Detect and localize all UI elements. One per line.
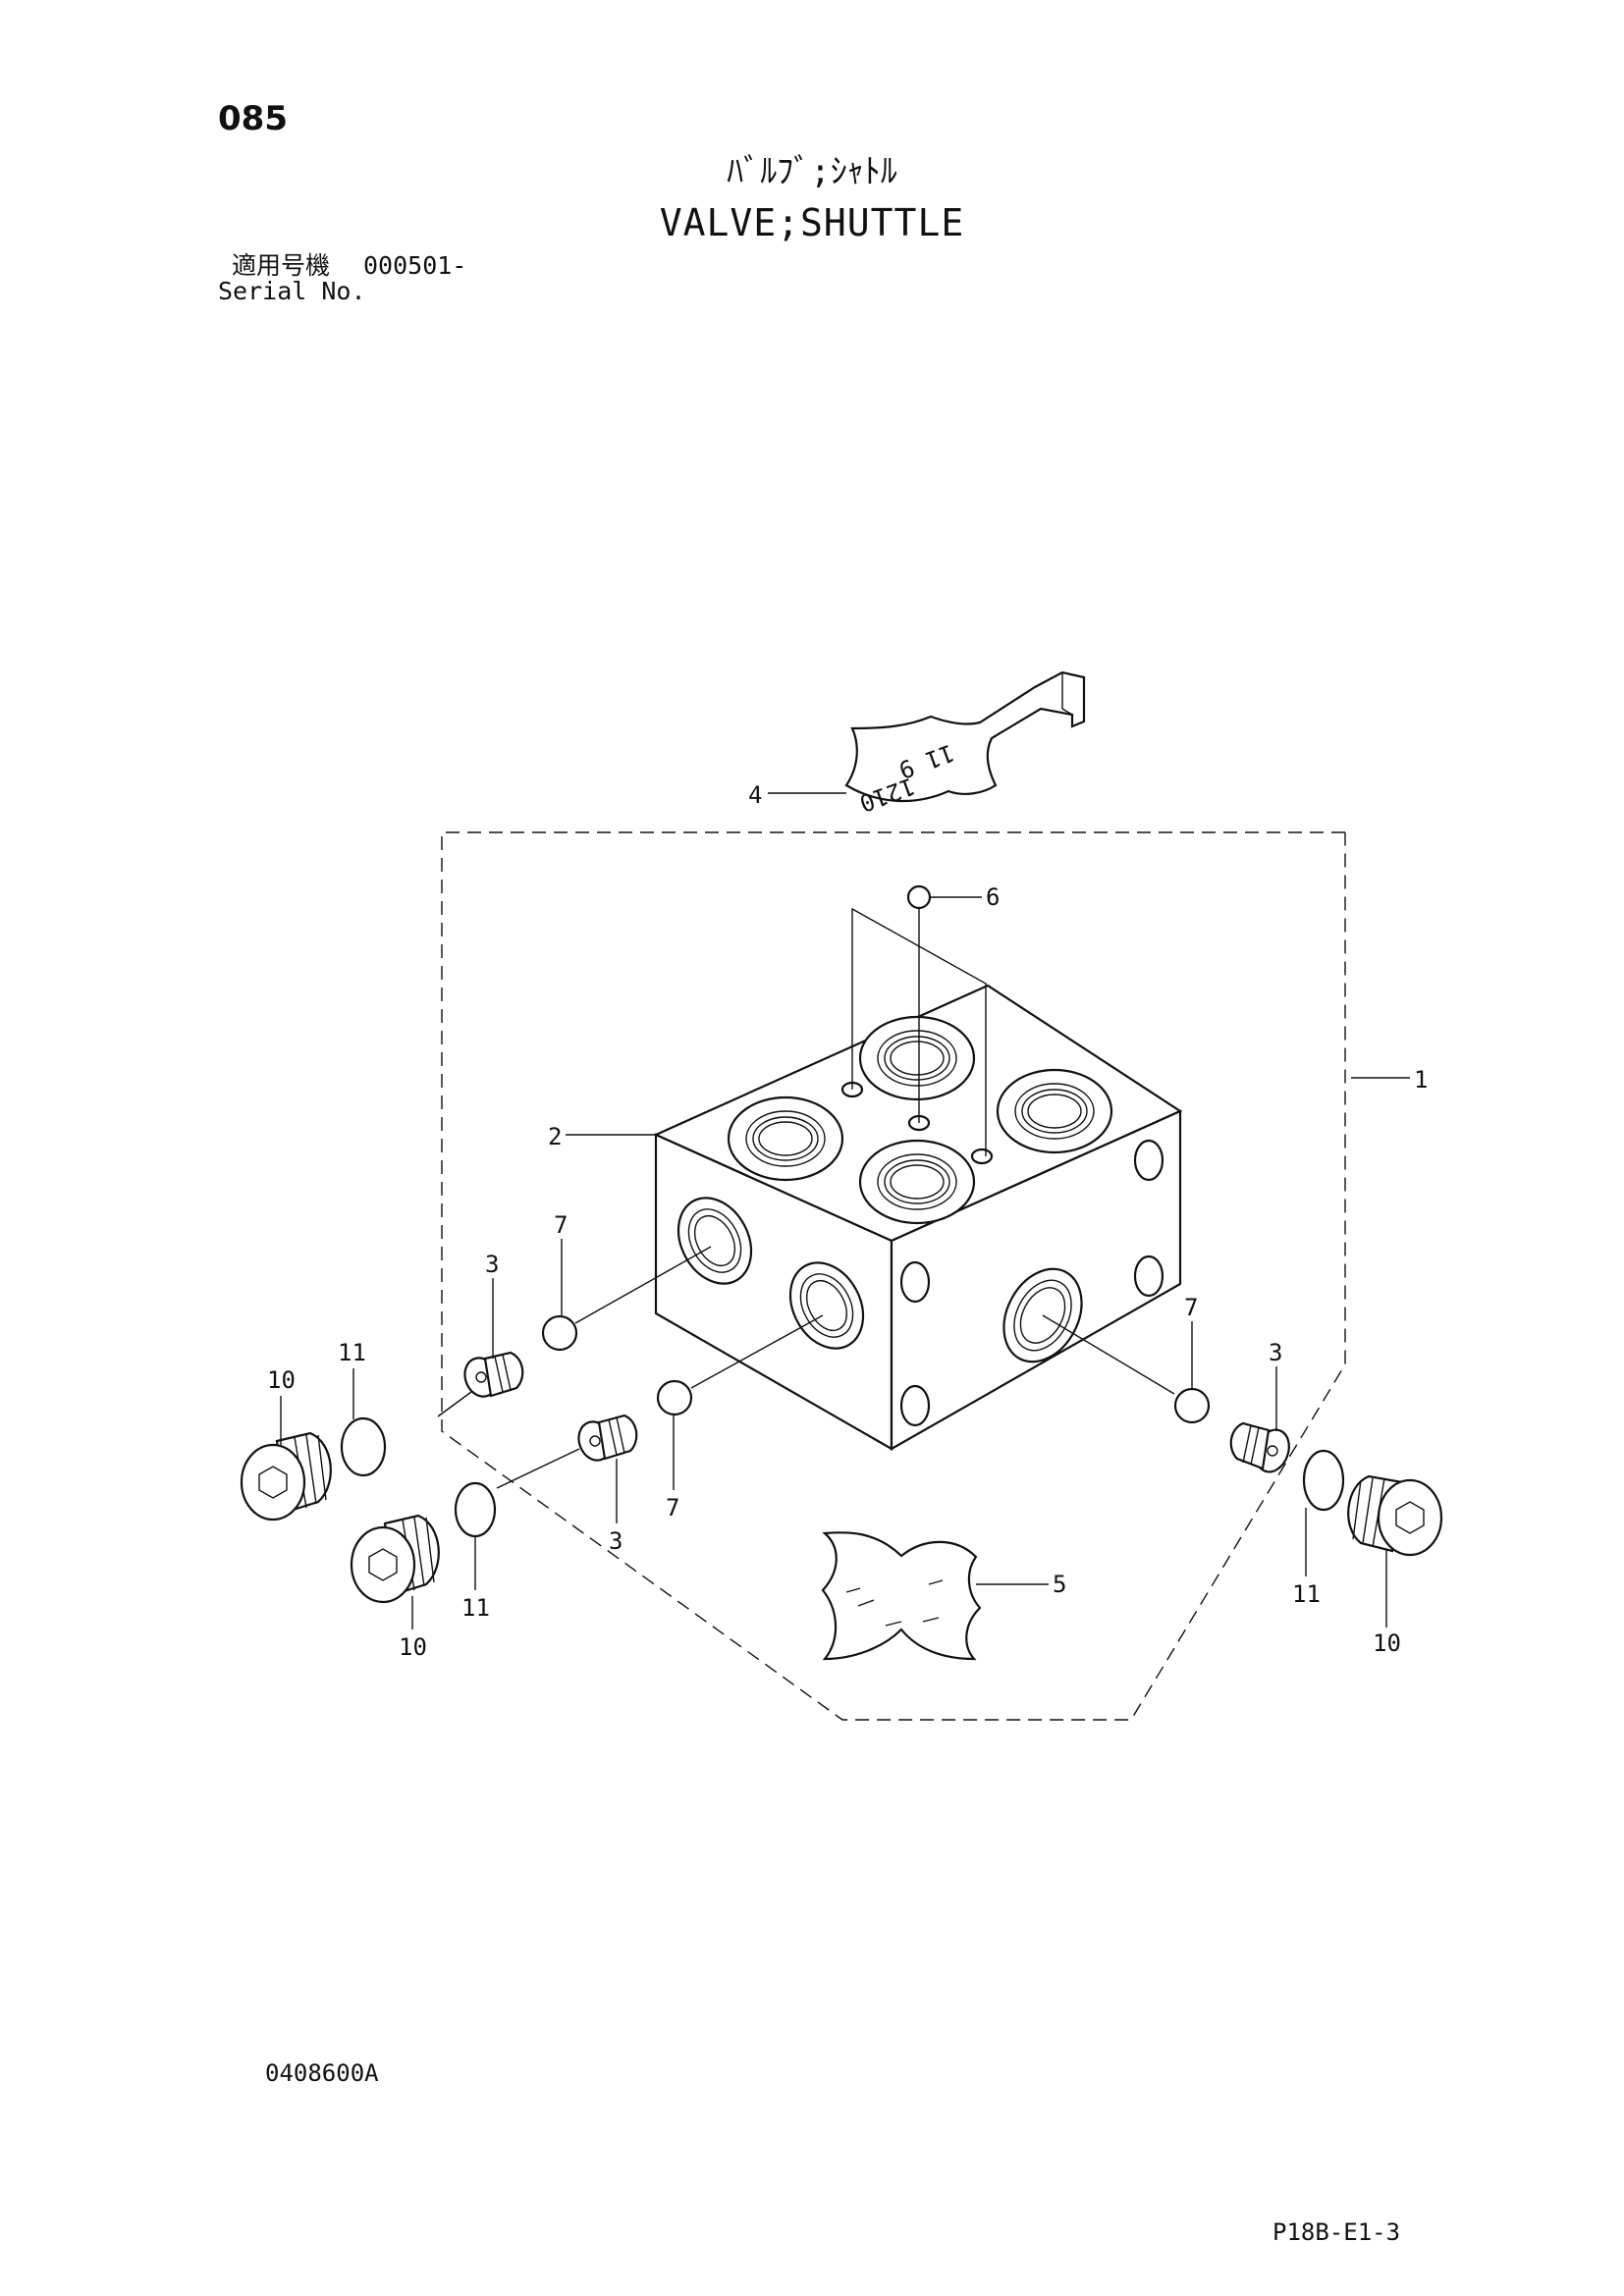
page-number: 085 (218, 99, 288, 138)
o-ring-11-right (1302, 1449, 1345, 1512)
callout-5: 5 (1053, 1571, 1066, 1598)
assembly-boundary-dashed (441, 831, 1346, 1721)
serial-label-japanese: 適用号機 (232, 251, 331, 280)
callout-3-right: 3 (1269, 1339, 1282, 1366)
plug-10-upper-left (240, 1431, 332, 1522)
callout-6: 6 (986, 883, 1000, 911)
callout-7-left: 7 (554, 1211, 568, 1239)
callout-10-lower: 10 (399, 1633, 427, 1661)
name-plate-bottom (821, 1531, 982, 1661)
plug-3-lower (577, 1414, 638, 1462)
plug-10-lower (350, 1514, 440, 1604)
name-plate-top: 1210 11 9 (844, 670, 1086, 817)
drawing-number: 0408600A (265, 2059, 379, 2087)
callout-3-upper-left: 3 (485, 1251, 499, 1278)
leader-lines (280, 792, 1410, 1629)
callout-2: 2 (548, 1123, 562, 1150)
title-english: VALVE;SHUTTLE (659, 201, 965, 244)
callout-4: 4 (748, 781, 762, 809)
ball-7-right (1173, 1387, 1211, 1424)
plug-10-right (1347, 1474, 1443, 1557)
serial-number-value: 000501- (363, 251, 467, 280)
sheet-reference: P18B-E1-3 (1272, 2218, 1401, 2246)
assembly-axis-lines (437, 1246, 1175, 1489)
o-ring-11-lower (454, 1481, 497, 1538)
plug-3-right (1229, 1421, 1290, 1473)
valve-body-block (653, 907, 1183, 1451)
callout-11-lower: 11 (461, 1594, 490, 1622)
callout-11-upper-left: 11 (338, 1339, 366, 1366)
ball-7-left (541, 1314, 578, 1352)
callout-7-middle: 7 (666, 1494, 679, 1522)
callout-10-upper-left: 10 (267, 1366, 296, 1394)
callout-10-right: 10 (1373, 1629, 1401, 1657)
callout-11-right: 11 (1292, 1580, 1321, 1608)
plug-3-upper-left (463, 1351, 524, 1398)
title-japanese: ﾊﾞﾙﾌﾞ;ｼｬﾄﾙ (727, 152, 897, 191)
callout-1: 1 (1414, 1066, 1428, 1094)
o-ring-11-upper-left (340, 1416, 387, 1477)
serial-label-english: Serial No. (218, 277, 366, 305)
callout-3-lower: 3 (609, 1527, 623, 1555)
ball-6 (906, 884, 932, 910)
callout-7-right: 7 (1184, 1294, 1198, 1321)
ball-7-middle (656, 1379, 693, 1416)
